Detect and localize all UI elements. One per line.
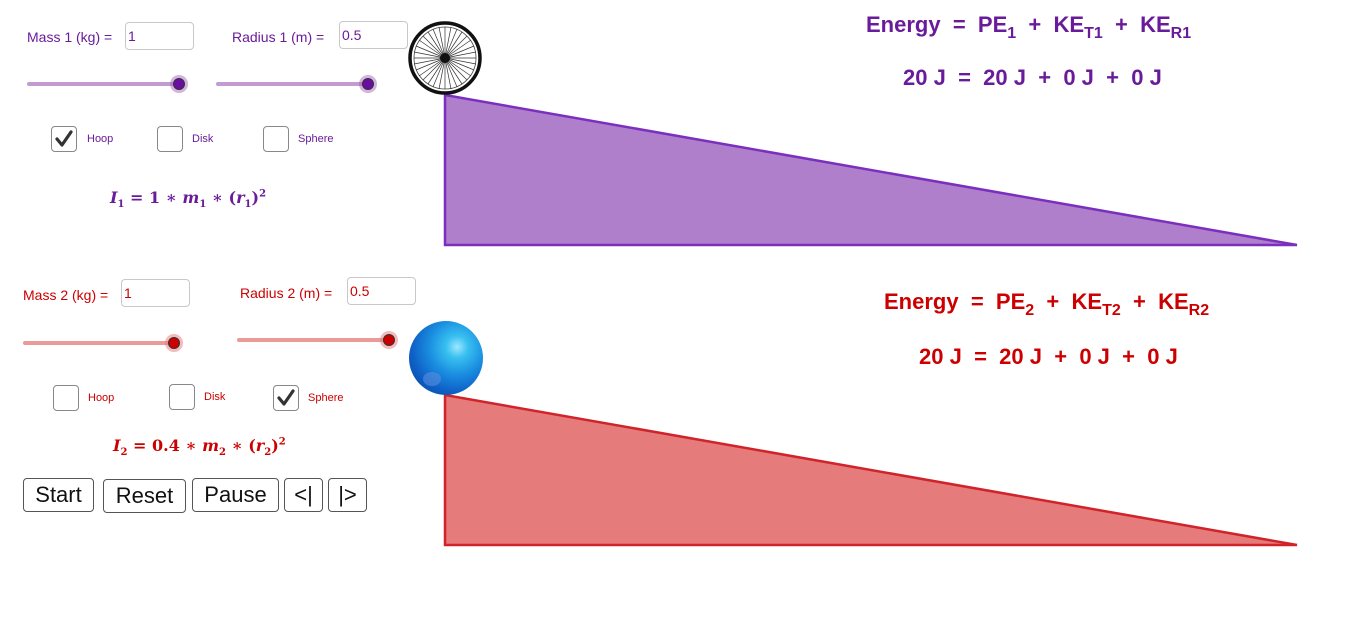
ramp1: [443, 93, 1298, 247]
radius1-input[interactable]: [339, 21, 408, 49]
mass1-slider-handle[interactable]: [173, 78, 185, 90]
checkmark-icon: [55, 130, 73, 147]
mass2-label: Mass 2 (kg) =: [23, 287, 109, 303]
radius1-slider-handle[interactable]: [362, 78, 374, 90]
step-back-button[interactable]: <|: [284, 478, 323, 512]
bicycle-wheel-icon: [408, 21, 482, 95]
radius2-slider-track[interactable]: [237, 338, 389, 342]
hoop2-checkbox[interactable]: [53, 385, 79, 411]
radius2-slider-handle[interactable]: [383, 334, 395, 346]
pause-button[interactable]: Pause: [192, 478, 279, 512]
disk1-checkbox[interactable]: [157, 126, 183, 152]
disk2-label: Disk: [204, 391, 226, 403]
blue-sphere-icon: [409, 321, 483, 395]
radius2-label: Radius 2 (m) =: [240, 285, 333, 301]
energy2-equation: Energy = PE2 + KET2 + KER2: [884, 289, 1210, 319]
radius1-label: Radius 1 (m) =: [232, 29, 325, 45]
hoop1-label: Hoop: [87, 133, 114, 145]
ramp2: [443, 393, 1298, 547]
mass2-slider-handle[interactable]: [168, 337, 180, 349]
mass1-input[interactable]: [125, 22, 194, 50]
mass2-slider-track[interactable]: [23, 341, 175, 345]
inertia1-formula: I1 = 1 ∗ m1 ∗ (r1)2: [110, 188, 267, 211]
disk1-label: Disk: [192, 133, 214, 145]
mass2-input[interactable]: [121, 279, 190, 307]
sphere1-label: Sphere: [298, 133, 334, 145]
hoop1-checkbox[interactable]: [51, 126, 77, 152]
checkmark-icon: [277, 389, 295, 406]
disk2-checkbox[interactable]: [169, 384, 195, 410]
energy1-values: 20 J = 20 J + 0 J + 0 J: [903, 65, 1162, 90]
sphere2-checkbox[interactable]: [273, 385, 299, 411]
inertia2-formula: I2 = 0.4 ∗ m2 ∗ (r2)2: [113, 436, 286, 459]
sphere2-label: Sphere: [308, 392, 344, 404]
energy2-values: 20 J = 20 J + 0 J + 0 J: [919, 344, 1178, 369]
mass1-slider-track[interactable]: [27, 82, 179, 86]
radius2-input[interactable]: [347, 277, 416, 305]
step-forward-button[interactable]: |>: [328, 478, 367, 512]
sphere1-checkbox[interactable]: [263, 126, 289, 152]
radius1-slider-track[interactable]: [216, 82, 368, 86]
mass1-label: Mass 1 (kg) =: [27, 29, 113, 45]
energy1-equation: Energy = PE1 + KET1 + KER1: [866, 12, 1192, 42]
hoop2-label: Hoop: [88, 392, 115, 404]
reset-button[interactable]: Reset: [103, 479, 186, 513]
start-button[interactable]: Start: [23, 478, 94, 512]
